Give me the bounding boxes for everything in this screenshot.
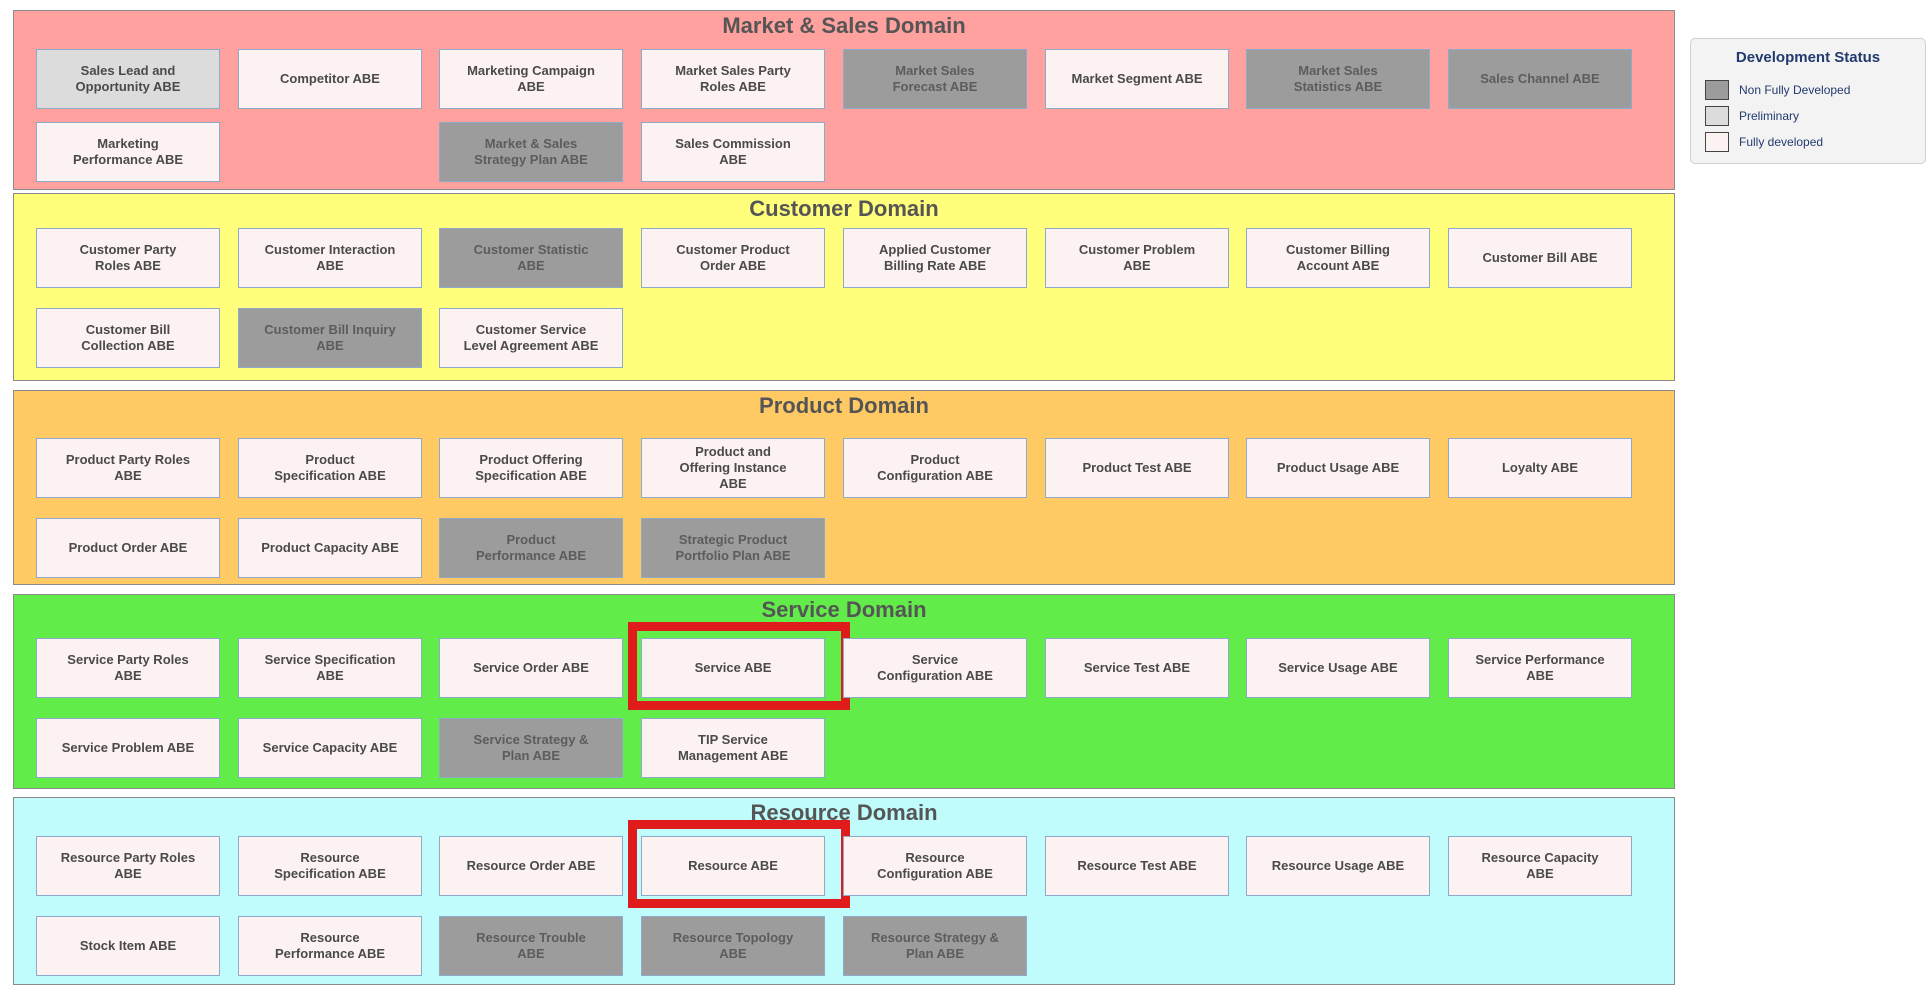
abe-resource-specification-abe[interactable]: Resource Specification ABE <box>238 836 422 896</box>
domain-title: Service Domain <box>761 597 927 622</box>
abe-sales-commission-abe[interactable]: Sales Commission ABE <box>641 122 825 182</box>
legend-item-preliminary: Preliminary <box>1705 105 1799 127</box>
abe-resource-test-abe[interactable]: Resource Test ABE <box>1045 836 1229 896</box>
abe-product-and-offering-instance-abe[interactable]: Product and Offering Instance ABE <box>641 438 825 498</box>
legend-label: Fully developed <box>1739 135 1824 149</box>
legend-title: Development Status <box>1735 49 1881 66</box>
abe-marketing-performance-abe[interactable]: Marketing Performance ABE <box>36 122 220 182</box>
abe-service-test-abe[interactable]: Service Test ABE <box>1045 638 1229 698</box>
abe-customer-billing-account-abe[interactable]: Customer Billing Account ABE <box>1246 228 1430 288</box>
abe-customer-interaction-abe[interactable]: Customer Interaction ABE <box>238 228 422 288</box>
highlight-frame <box>628 622 850 710</box>
abe-resource-configuration-abe[interactable]: Resource Configuration ABE <box>843 836 1027 896</box>
abe-resource-party-roles-abe[interactable]: Resource Party Roles ABE <box>36 836 220 896</box>
abe-resource-strategy-and-plan-abe[interactable]: Resource Strategy & Plan ABE <box>843 916 1027 976</box>
abe-product-party-roles-abe[interactable]: Product Party Roles ABE <box>36 438 220 498</box>
abe-product-performance-abe[interactable]: Product Performance ABE <box>439 518 623 578</box>
legend-label: Non Fully Developed <box>1739 83 1851 97</box>
abe-service-specification-abe[interactable]: Service Specification ABE <box>238 638 422 698</box>
abe-market-sales-statistics-abe[interactable]: Market Sales Statistics ABE <box>1246 49 1430 109</box>
abe-service-performance-abe[interactable]: Service Performance ABE <box>1448 638 1632 698</box>
abe-product-capacity-abe[interactable]: Product Capacity ABE <box>238 518 422 578</box>
abe-customer-bill-inquiry-abe[interactable]: Customer Bill Inquiry ABE <box>238 308 422 368</box>
abe-marketing-campaign-abe[interactable]: Marketing Campaign ABE <box>439 49 623 109</box>
abe-service-problem-abe[interactable]: Service Problem ABE <box>36 718 220 778</box>
abe-market-sales-party-roles-abe[interactable]: Market Sales Party Roles ABE <box>641 49 825 109</box>
abe-customer-bill-abe[interactable]: Customer Bill ABE <box>1448 228 1632 288</box>
abe-resource-topology-abe[interactable]: Resource Topology ABE <box>641 916 825 976</box>
abe-product-order-abe[interactable]: Product Order ABE <box>36 518 220 578</box>
abe-resource-trouble-abe[interactable]: Resource Trouble ABE <box>439 916 623 976</box>
abe-product-offering-specification-abe[interactable]: Product Offering Specification ABE <box>439 438 623 498</box>
domain-title: Customer Domain <box>749 196 939 221</box>
abe-resource-order-abe[interactable]: Resource Order ABE <box>439 836 623 896</box>
legend-item-fully-developed: Fully developed <box>1705 131 1823 153</box>
abe-customer-service-level-agreement-abe[interactable]: Customer Service Level Agreement ABE <box>439 308 623 368</box>
abe-product-specification-abe[interactable]: Product Specification ABE <box>238 438 422 498</box>
abe-resource-performance-abe[interactable]: Resource Performance ABE <box>238 916 422 976</box>
abe-service-order-abe[interactable]: Service Order ABE <box>439 638 623 698</box>
abe-sales-lead-and-opportunity-abe[interactable]: Sales Lead and Opportunity ABE <box>36 49 220 109</box>
abe-service-configuration-abe[interactable]: Service Configuration ABE <box>843 638 1027 698</box>
abe-product-configuration-abe[interactable]: Product Configuration ABE <box>843 438 1027 498</box>
domain-title: Product Domain <box>759 393 929 418</box>
abe-resource-capacity-abe[interactable]: Resource Capacity ABE <box>1448 836 1632 896</box>
abe-applied-customer-billing-rate-abe[interactable]: Applied Customer Billing Rate ABE <box>843 228 1027 288</box>
abe-competitor-abe[interactable]: Competitor ABE <box>238 49 422 109</box>
abe-resource-usage-abe[interactable]: Resource Usage ABE <box>1246 836 1430 896</box>
abe-product-usage-abe[interactable]: Product Usage ABE <box>1246 438 1430 498</box>
abe-stock-item-abe[interactable]: Stock Item ABE <box>36 916 220 976</box>
abe-customer-product-order-abe[interactable]: Customer Product Order ABE <box>641 228 825 288</box>
abe-product-test-abe[interactable]: Product Test ABE <box>1045 438 1229 498</box>
legend-item-non-fully-developed: Non Fully Developed <box>1705 79 1850 101</box>
abe-service-abe[interactable]: Service ABE <box>641 638 825 698</box>
non-fully-developed-swatch <box>1705 80 1729 100</box>
abe-tip-service-management-abe[interactable]: TIP Service Management ABE <box>641 718 825 778</box>
legend-label: Preliminary <box>1739 109 1800 123</box>
abe-sales-channel-abe[interactable]: Sales Channel ABE <box>1448 49 1632 109</box>
abe-customer-problem-abe[interactable]: Customer Problem ABE <box>1045 228 1229 288</box>
abe-market-segment-abe[interactable]: Market Segment ABE <box>1045 49 1229 109</box>
fully-developed-swatch <box>1705 132 1729 152</box>
development-status-legend: Development Status Non Fully Developed P… <box>1690 38 1926 164</box>
abe-customer-statistic-abe[interactable]: Customer Statistic ABE <box>439 228 623 288</box>
domain-title: Market & Sales Domain <box>722 13 966 38</box>
abe-market-sales-forecast-abe[interactable]: Market Sales Forecast ABE <box>843 49 1027 109</box>
abe-service-usage-abe[interactable]: Service Usage ABE <box>1246 638 1430 698</box>
abe-service-party-roles-abe[interactable]: Service Party Roles ABE <box>36 638 220 698</box>
abe-service-capacity-abe[interactable]: Service Capacity ABE <box>238 718 422 778</box>
abe-market-and-sales-strategy-plan-abe[interactable]: Market & Sales Strategy Plan ABE <box>439 122 623 182</box>
abe-service-strategy-and-plan-abe[interactable]: Service Strategy & Plan ABE <box>439 718 623 778</box>
preliminary-swatch <box>1705 106 1729 126</box>
abe-strategic-product-portfolio-plan-abe[interactable]: Strategic Product Portfolio Plan ABE <box>641 518 825 578</box>
highlight-frame <box>628 820 850 908</box>
abe-loyalty-abe[interactable]: Loyalty ABE <box>1448 438 1632 498</box>
abe-customer-party-roles-abe[interactable]: Customer Party Roles ABE <box>36 228 220 288</box>
abe-customer-bill-collection-abe[interactable]: Customer Bill Collection ABE <box>36 308 220 368</box>
abe-resource-abe[interactable]: Resource ABE <box>641 836 825 896</box>
